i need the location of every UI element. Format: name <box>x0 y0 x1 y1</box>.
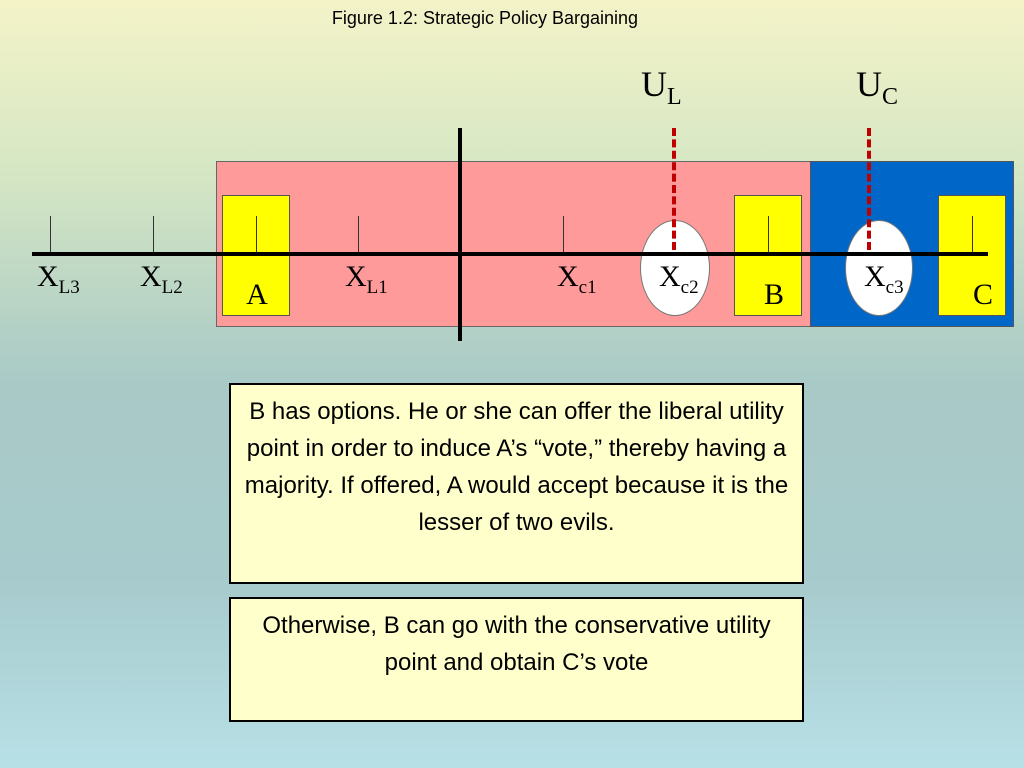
x-label-c2: Xc2 <box>659 260 699 298</box>
actor-label-b: B <box>763 278 784 311</box>
utility-label-liberal: UL <box>641 64 682 110</box>
policy-line <box>32 252 988 256</box>
tick-b <box>768 216 769 253</box>
tick-xl1 <box>358 216 359 253</box>
x-label-c1: Xc1 <box>557 260 597 298</box>
actor-label-a: A <box>246 278 268 311</box>
x-label-l2: XL2 <box>140 260 183 298</box>
tick-xl3 <box>50 216 51 253</box>
explanation-box-liberal: B has options. He or she can offer the l… <box>229 383 804 584</box>
figure-title: Figure 1.2: Strategic Policy Bargaining <box>331 8 639 28</box>
tick-xc1 <box>563 216 564 253</box>
ellipse-xc2 <box>640 220 710 316</box>
tick-c <box>972 216 973 253</box>
x-label-c3: Xc3 <box>864 260 904 298</box>
median-divider <box>458 128 462 341</box>
actor-label-c: C <box>972 278 993 311</box>
tick-a <box>256 216 257 253</box>
utility-dash-conservative <box>867 128 871 250</box>
x-label-l1: XL1 <box>345 260 388 298</box>
explanation-box-conservative: Otherwise, B can go with the conservativ… <box>229 597 804 722</box>
liberal-region <box>216 161 812 327</box>
ellipse-xc3 <box>845 220 913 316</box>
tick-xl2 <box>153 216 154 253</box>
utility-label-conservative: UC <box>856 64 899 110</box>
x-label-l3: XL3 <box>37 260 80 298</box>
utility-dash-liberal <box>672 128 676 250</box>
